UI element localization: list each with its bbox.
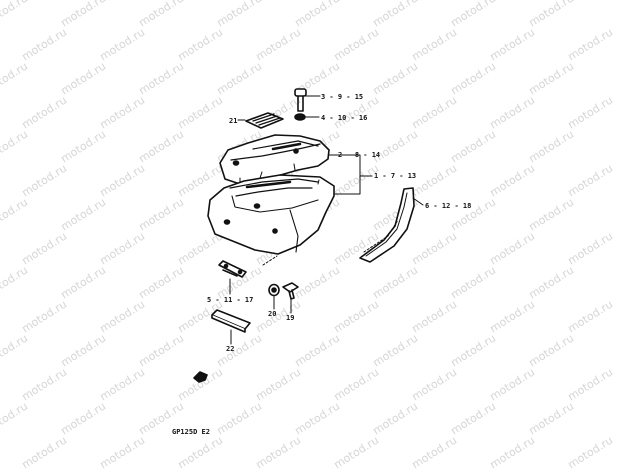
callout-19: 19 [286, 314, 295, 322]
diagram-code: GP125D E2 [172, 428, 210, 436]
callout-6-12-18: 6 - 12 - 18 [425, 202, 472, 210]
callout-20: 20 [268, 310, 277, 318]
callout-3-9-15: 3 - 9 - 15 [321, 93, 364, 101]
tail-cowl-body [207, 174, 335, 255]
side-trim-part [359, 187, 424, 263]
callout-4-10-16: 4 - 10 - 16 [321, 114, 368, 122]
front-direction-arrow-icon [193, 371, 208, 383]
bolt-part [294, 88, 320, 112]
callout-leaders [318, 95, 373, 195]
washer-part [294, 113, 320, 121]
callout-5-11-17: 5 - 11 - 17 [207, 296, 254, 304]
emblem-part [237, 112, 284, 129]
rubber-pad-part [211, 309, 251, 345]
callout-2-8-14: 2 - 8 - 14 [338, 151, 381, 159]
callout-21: 21 [229, 117, 238, 125]
callout-22: 22 [226, 345, 235, 353]
bracket-part [218, 260, 247, 295]
screw-part [282, 282, 299, 314]
rubber-washer-part [268, 283, 280, 310]
callout-1-7-13: 1 - 7 - 13 [374, 172, 417, 180]
